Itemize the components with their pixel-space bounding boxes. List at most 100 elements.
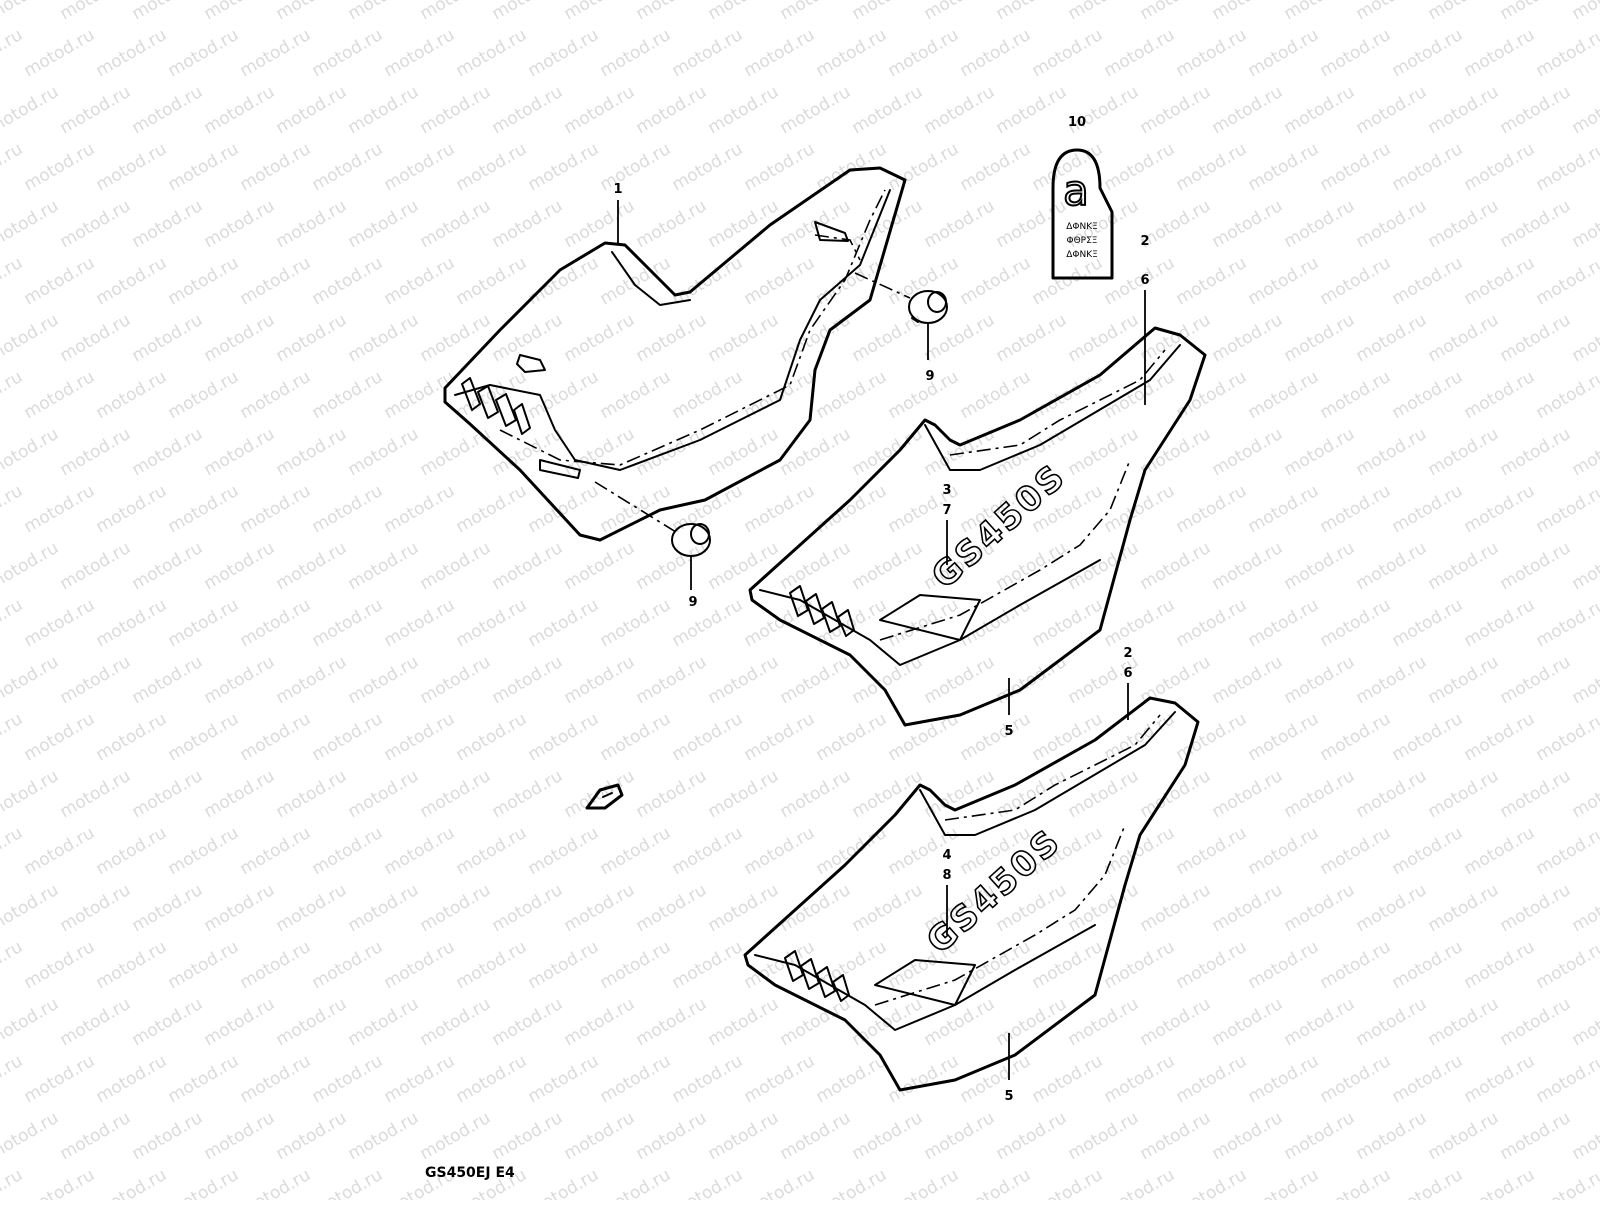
watermark-text: motod.ru	[93, 595, 171, 651]
watermark-text: motod.ru	[1461, 709, 1539, 765]
watermark-text: motod.ru	[0, 652, 62, 708]
watermark-text: motod.ru	[921, 196, 999, 252]
watermark-text: motod.ru	[0, 139, 26, 195]
watermark-text: motod.ru	[633, 652, 711, 708]
watermark-text: motod.ru	[1425, 880, 1503, 936]
watermark-text: motod.ru	[1317, 937, 1395, 993]
watermark-text: motod.ru	[1137, 880, 1215, 936]
watermark-text: motod.ru	[525, 709, 603, 765]
watermark-text: motod.ru	[669, 937, 747, 993]
watermark-text: motod.ru	[525, 595, 603, 651]
watermark-text: motod.ru	[633, 196, 711, 252]
watermark-text: motod.ru	[1317, 709, 1395, 765]
watermark-text: motod.ru	[345, 82, 423, 138]
watermark-text: motod.ru	[525, 139, 603, 195]
watermark-text: motod.ru	[1281, 538, 1359, 594]
watermark-text: motod.ru	[597, 25, 675, 81]
watermark-text: motod.ru	[1101, 595, 1179, 651]
watermark-text: motod.ru	[201, 310, 279, 366]
watermark-text: motod.ru	[21, 367, 99, 423]
watermark-text: motod.ru	[21, 1051, 99, 1107]
watermark-text: motod.ru	[705, 652, 783, 708]
watermark-text: motod.ru	[1353, 0, 1431, 24]
watermark-text: motod.ru	[777, 880, 855, 936]
watermark-text: motod.ru	[993, 196, 1071, 252]
watermark-text: motod.ru	[705, 0, 783, 24]
watermark-text: motod.ru	[885, 367, 963, 423]
watermark-text: motod.ru	[705, 994, 783, 1050]
watermark-text: motod.ru	[1173, 25, 1251, 81]
watermark-text: motod.ru	[489, 766, 567, 822]
watermark-text: motod.ru	[1317, 367, 1395, 423]
watermark-text: motod.ru	[1389, 25, 1467, 81]
watermark-text: motod.ru	[0, 1051, 26, 1107]
watermark-text: motod.ru	[1281, 652, 1359, 708]
watermark-text: motod.ru	[633, 994, 711, 1050]
watermark-text: motod.ru	[1317, 823, 1395, 879]
callout-9-lower: 9	[688, 595, 697, 610]
watermark-text: motod.ru	[741, 253, 819, 309]
watermark-text: motod.ru	[705, 880, 783, 936]
watermark-text: motod.ru	[1533, 595, 1600, 651]
watermark-text: motod.ru	[849, 1108, 927, 1164]
watermark-text: motod.ru	[1425, 196, 1503, 252]
watermark-text: motod.ru	[957, 139, 1035, 195]
watermark-text: motod.ru	[273, 424, 351, 480]
watermark-text: motod.ru	[345, 994, 423, 1050]
watermark-text: motod.ru	[165, 481, 243, 537]
watermark-text: motod.ru	[1533, 937, 1600, 993]
watermark-text: motod.ru	[633, 880, 711, 936]
watermark-text: motod.ru	[597, 595, 675, 651]
watermark-text: motod.ru	[237, 253, 315, 309]
callout-3: 3	[942, 483, 951, 498]
watermark-text: motod.ru	[1425, 1108, 1503, 1164]
watermark-text: motod.ru	[597, 937, 675, 993]
watermark-text: motod.ru	[237, 1165, 315, 1200]
watermark-text: motod.ru	[957, 25, 1035, 81]
watermark-text: motod.ru	[1209, 652, 1287, 708]
watermark-text: motod.ru	[1245, 481, 1323, 537]
watermark-text: motod.ru	[165, 709, 243, 765]
watermark-text: motod.ru	[1461, 481, 1539, 537]
watermark-text: motod.ru	[741, 481, 819, 537]
watermark-text: motod.ru	[1173, 709, 1251, 765]
watermark-text: motod.ru	[1461, 937, 1539, 993]
watermark-text: motod.ru	[1173, 1165, 1251, 1200]
watermark-text: motod.ru	[237, 709, 315, 765]
watermark-text: motod.ru	[129, 0, 207, 24]
watermark-text: motod.ru	[57, 424, 135, 480]
watermark-text: motod.ru	[489, 0, 567, 24]
watermark-text: motod.ru	[1569, 0, 1600, 24]
watermark-text: motod.ru	[1461, 823, 1539, 879]
watermark-text: motod.ru	[165, 25, 243, 81]
watermark-text: motod.ru	[1497, 652, 1575, 708]
decal-glyph: a	[1063, 166, 1089, 215]
watermark-text: motod.ru	[1569, 652, 1600, 708]
watermark-text: motod.ru	[1569, 424, 1600, 480]
watermark-text: motod.ru	[165, 139, 243, 195]
watermark-text: motod.ru	[165, 367, 243, 423]
decal-line-3: ΔΦΝΚΞ	[1066, 250, 1098, 260]
watermark-text: motod.ru	[1569, 1108, 1600, 1164]
watermark-text: motod.ru	[309, 823, 387, 879]
watermark-text: motod.ru	[1245, 823, 1323, 879]
watermark-text: motod.ru	[777, 538, 855, 594]
watermark-text: motod.ru	[165, 595, 243, 651]
watermark-text: motod.ru	[1389, 139, 1467, 195]
watermark-text: motod.ru	[381, 595, 459, 651]
watermark-text: motod.ru	[561, 0, 639, 24]
watermark-text: motod.ru	[1137, 1108, 1215, 1164]
callout-10: 10	[1068, 115, 1086, 130]
watermark-text: motod.ru	[561, 82, 639, 138]
watermark-text: motod.ru	[1281, 994, 1359, 1050]
watermark-text: motod.ru	[1461, 253, 1539, 309]
watermark-text: motod.ru	[129, 310, 207, 366]
watermark-text: motod.ru	[93, 1051, 171, 1107]
watermark-text: motod.ru	[1533, 253, 1600, 309]
watermark-text: motod.ru	[417, 82, 495, 138]
watermark-text: motod.ru	[0, 994, 62, 1050]
watermark-text: motod.ru	[237, 139, 315, 195]
watermark-text: motod.ru	[885, 25, 963, 81]
watermark-text: motod.ru	[561, 766, 639, 822]
watermark-text: motod.ru	[849, 766, 927, 822]
